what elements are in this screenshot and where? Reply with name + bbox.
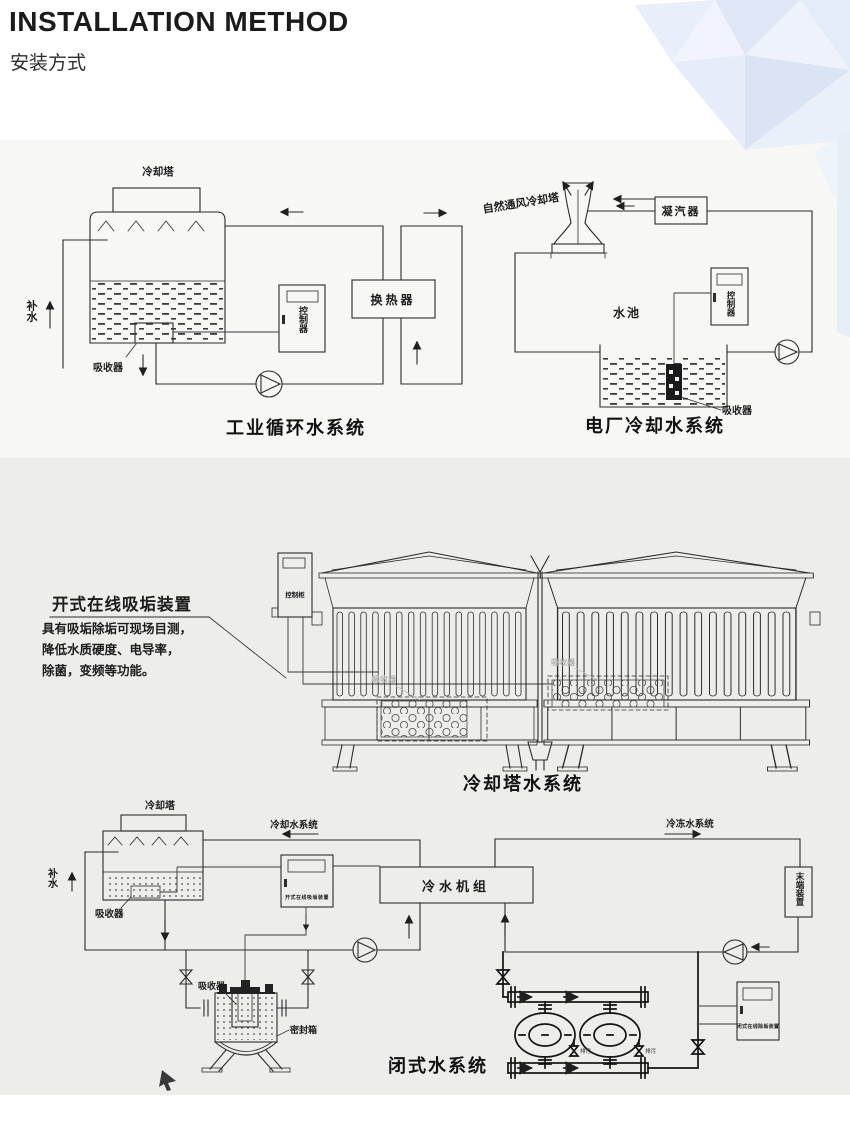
chilled-water-loop-label: 冷冻水系统 xyxy=(666,818,714,830)
industrial-circulating-water-diagram: 冷却塔 补水 吸收器 xyxy=(25,165,463,438)
diagram-caption: 电厂冷却水系统 xyxy=(585,415,725,436)
page-subtitle: 安装方式 xyxy=(10,53,87,74)
absorber-box xyxy=(134,322,174,344)
cooling-tower-water-diagram: 开式在线吸垢装置 具有吸垢除垢可现场目测， 降低水质硬度、电导率， 除菌，变频等… xyxy=(41,552,821,794)
makeup-water-label: 补水 xyxy=(25,299,39,323)
diagram-caption: 冷却塔水系统 xyxy=(463,773,583,794)
page-title: INSTALLATION METHOD xyxy=(9,6,349,37)
pump-icon xyxy=(774,339,800,365)
open-controller-label: 开式在线吸垢装置 xyxy=(285,894,329,901)
absorber-label: 吸收器 xyxy=(95,908,124,920)
open-controller-box: 开式在线吸垢装置 xyxy=(280,854,334,908)
drain-label: 排污 xyxy=(580,1047,592,1055)
sealed-tank-label: 密封箱 xyxy=(289,1024,317,1035)
cooling-tower-label: 冷却塔 xyxy=(145,799,176,812)
cursor-mark xyxy=(159,1070,176,1091)
closed-controller-label: 闭式在线除垢装置 xyxy=(737,1023,779,1030)
absorber-label: 吸收器 xyxy=(93,361,124,374)
scale-collector-circuit: 排污 排污 xyxy=(495,951,706,1079)
valve-icon xyxy=(300,969,316,985)
water-pool-icon xyxy=(599,344,728,408)
device-desc-line: 除菌，变频等功能。 xyxy=(42,663,155,678)
valve-icon xyxy=(178,969,194,985)
controller-box: 控制器 xyxy=(710,267,749,326)
closed-water-system-diagram: 冷却塔 补水 吸收器 冷却水系统 冷水机组 xyxy=(46,799,813,1091)
absorber-box xyxy=(547,675,669,711)
pump-icon xyxy=(722,939,748,965)
hyperbolic-tower-icon xyxy=(548,180,608,259)
cooling-tower-icon xyxy=(102,814,204,901)
decor-polygons xyxy=(635,0,850,338)
diagram-caption: 工业循环水系统 xyxy=(226,417,366,438)
condenser-label: 凝汽器 xyxy=(662,204,701,218)
absorber-box xyxy=(376,696,488,742)
absorber-label: 吸收器 xyxy=(372,674,397,684)
drain-valve-icon xyxy=(633,1039,645,1057)
heat-exchanger-box: 换热器 xyxy=(351,279,436,319)
sealed-tank-circuit: 吸收器 密封箱 xyxy=(178,949,317,1073)
chiller-label: 冷水机组 xyxy=(422,879,490,894)
device-heading: 开式在线吸垢装置 xyxy=(52,594,192,614)
device-desc-line: 降低水质硬度、电导率， xyxy=(42,642,180,657)
valve-icon xyxy=(495,969,511,985)
control-cabinet-box: 控制柜 xyxy=(271,552,313,618)
diagram-caption: 闭式水系统 xyxy=(388,1055,488,1076)
absorber-label: 吸收器 xyxy=(551,657,576,667)
makeup-water-label: 补水 xyxy=(46,867,59,889)
controller-label: 控制器 xyxy=(726,290,736,317)
absorber-label: 吸收器 xyxy=(198,980,226,991)
pool-label: 水池 xyxy=(613,305,641,320)
controller-label: 控制器 xyxy=(298,305,309,334)
pump-icon xyxy=(255,370,283,398)
tower-center-column xyxy=(527,555,553,771)
cooling-water-loop-label: 冷却水系统 xyxy=(270,819,318,831)
closed-controller-box: 闭式在线除垢装置 xyxy=(736,981,780,1041)
cabinet-label: 控制柜 xyxy=(285,590,305,599)
drain-label: 排污 xyxy=(645,1047,657,1055)
absorber-label: 吸收器 xyxy=(722,404,753,417)
heat-exchanger-label: 换热器 xyxy=(370,292,415,307)
valve-icon xyxy=(690,1039,706,1055)
absorber-box xyxy=(666,364,682,400)
drain-valve-icon xyxy=(568,1039,580,1057)
pump-icon xyxy=(352,937,378,963)
chiller-box: 冷水机组 xyxy=(379,866,534,904)
device-desc-line: 具有吸垢除垢可现场目测， xyxy=(41,621,192,636)
sealed-tank-icon xyxy=(201,980,291,1073)
terminal-device-label: 末端装置 xyxy=(795,871,805,907)
controller-box: 控制器 xyxy=(278,284,326,353)
cooling-tower-icon xyxy=(89,187,226,344)
cooling-tower-label: 冷却塔 xyxy=(142,165,174,178)
